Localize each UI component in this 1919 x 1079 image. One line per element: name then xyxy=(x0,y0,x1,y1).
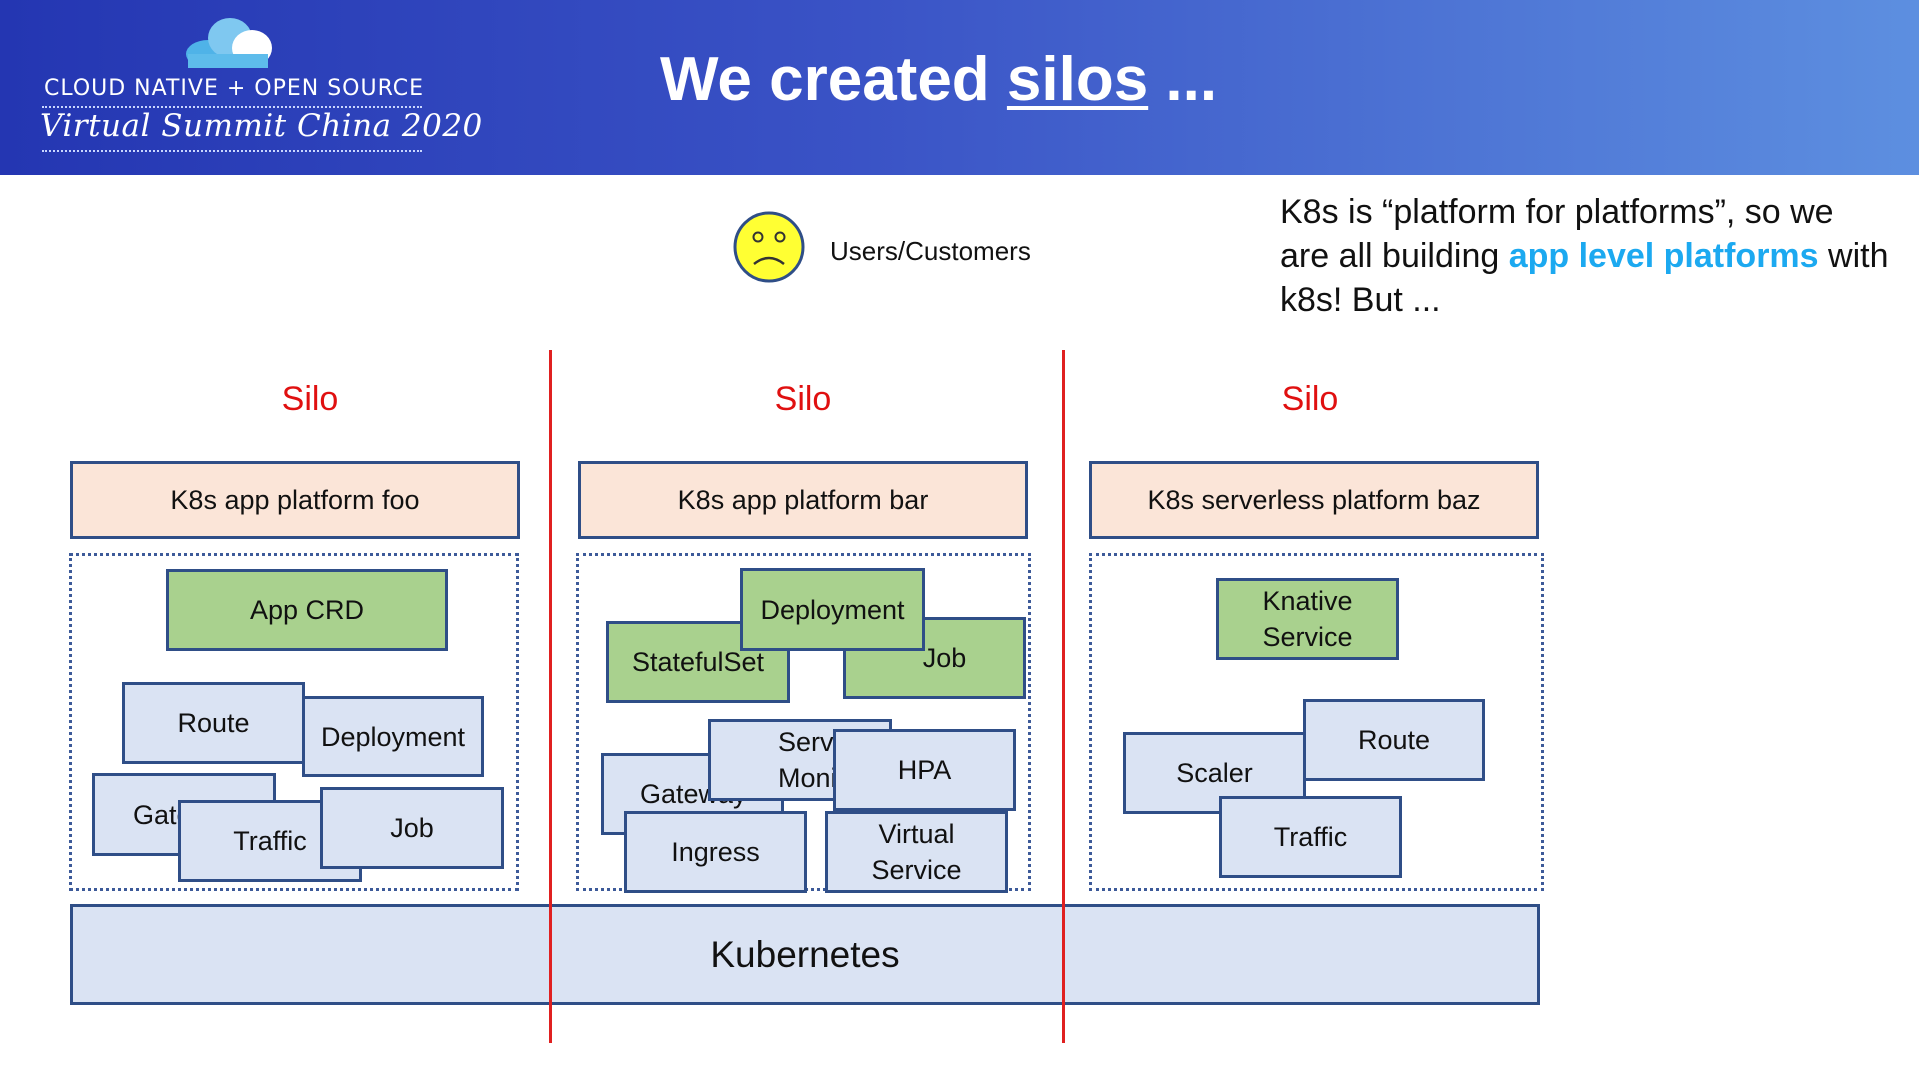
kubernetes-base: Kubernetes xyxy=(70,904,1540,1005)
platform-foo: K8s app platform foo xyxy=(70,461,520,539)
job-box: Job xyxy=(320,787,504,869)
deployment-crd-box: Deployment xyxy=(740,568,925,651)
silo-label-1: Silo xyxy=(281,380,339,418)
title-underlined: silos xyxy=(1006,45,1149,114)
silo3-resource-area xyxy=(1089,553,1544,891)
silo-label-2: Silo xyxy=(774,380,832,418)
ingress-box: Ingress xyxy=(624,811,807,893)
route-box: Route xyxy=(122,682,305,764)
header-banner xyxy=(0,0,1919,175)
platform-bar: K8s app platform bar xyxy=(578,461,1028,539)
slide-title: We created silos ... xyxy=(660,44,1217,115)
note-highlight: app level platforms xyxy=(1508,237,1819,275)
note-before: K8s is “platform for platforms”, so we a… xyxy=(1280,193,1834,275)
silo1-resource-area xyxy=(69,553,519,891)
silo-divider-2 xyxy=(1062,350,1065,1043)
note-after: with k8s! But ... xyxy=(1280,237,1889,319)
silo-label-3: Silo xyxy=(1281,380,1339,418)
silo-divider-1 xyxy=(549,350,552,1043)
note-text: K8s is “platform for platforms”, so we a… xyxy=(1280,190,1890,322)
platform-baz: K8s serverless platform baz xyxy=(1089,461,1539,539)
title-suffix: ... xyxy=(1148,45,1218,114)
deployment-box: Deployment xyxy=(302,696,484,777)
logo-underline xyxy=(42,150,422,152)
logo-divider xyxy=(42,106,422,108)
knative-service-box: Knative Service xyxy=(1216,578,1399,660)
title-prefix: We created xyxy=(660,45,1007,114)
virtual-service-box: Virtual Service xyxy=(825,811,1008,893)
sad-face-icon xyxy=(733,211,805,283)
cloud-logo-icon xyxy=(186,18,272,68)
logo-line2: Virtual Summit China 2020 xyxy=(40,108,483,144)
logo-line1: CLOUD NATIVE + OPEN SOURCE xyxy=(44,76,425,101)
scaler-box: Scaler xyxy=(1123,732,1306,814)
hpa-box: HPA xyxy=(833,729,1016,811)
app-crd-box: App CRD xyxy=(166,569,448,651)
users-label: Users/Customers xyxy=(830,236,1031,266)
route-box-3: Route xyxy=(1303,699,1485,781)
traffic-box-3: Traffic xyxy=(1219,796,1402,878)
